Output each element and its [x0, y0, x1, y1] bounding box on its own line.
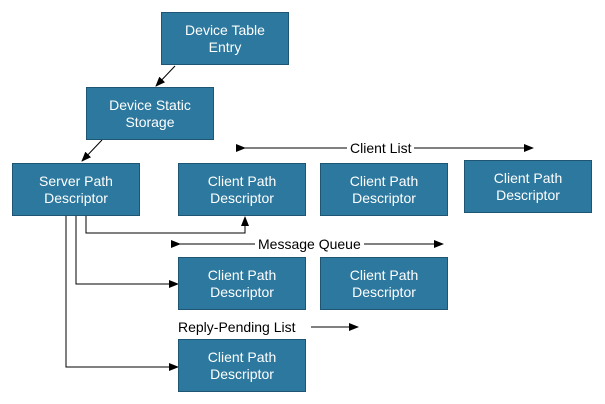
- server-path-descriptor-label: Server Path Descriptor: [39, 172, 113, 206]
- arrow-storage-to-server: [81, 139, 103, 162]
- arrow-table-to-storage: [155, 65, 176, 87]
- client-list-node-3: Client Path Descriptor: [464, 160, 592, 213]
- reply-pending-node-1: Client Path Descriptor: [178, 339, 306, 392]
- device-static-storage-node: Device Static Storage: [86, 87, 214, 140]
- reply-pending-list-label: Reply-Pending List: [178, 319, 296, 335]
- client-list-node-2-label: Client Path Descriptor: [349, 172, 419, 206]
- message-queue-node-2: Client Path Descriptor: [320, 257, 448, 310]
- arrow-server-to-reply-pending: [65, 215, 179, 371]
- client-list-node-1-label: Client Path Descriptor: [207, 172, 277, 206]
- client-list-node-3-label: Client Path Descriptor: [493, 169, 563, 203]
- device-table-entry-node: Device Table Entry: [161, 12, 289, 65]
- message-queue-label: Message Queue: [255, 236, 364, 252]
- message-queue-node-2-label: Client Path Descriptor: [349, 266, 419, 300]
- arrow-server-to-message-queue: [75, 215, 179, 288]
- server-path-descriptor-node: Server Path Descriptor: [12, 163, 140, 216]
- message-queue-node-1: Client Path Descriptor: [178, 257, 306, 310]
- arrow-server-to-client-list: [85, 215, 249, 234]
- reply-pending-node-1-label: Client Path Descriptor: [207, 348, 277, 382]
- client-list-node-2: Client Path Descriptor: [320, 163, 448, 216]
- device-static-storage-label: Device Static Storage: [109, 96, 191, 130]
- message-queue-node-1-label: Client Path Descriptor: [207, 266, 277, 300]
- client-list-node-1: Client Path Descriptor: [178, 163, 306, 216]
- device-table-entry-label: Device Table Entry: [185, 21, 265, 55]
- client-list-label: Client List: [347, 140, 415, 156]
